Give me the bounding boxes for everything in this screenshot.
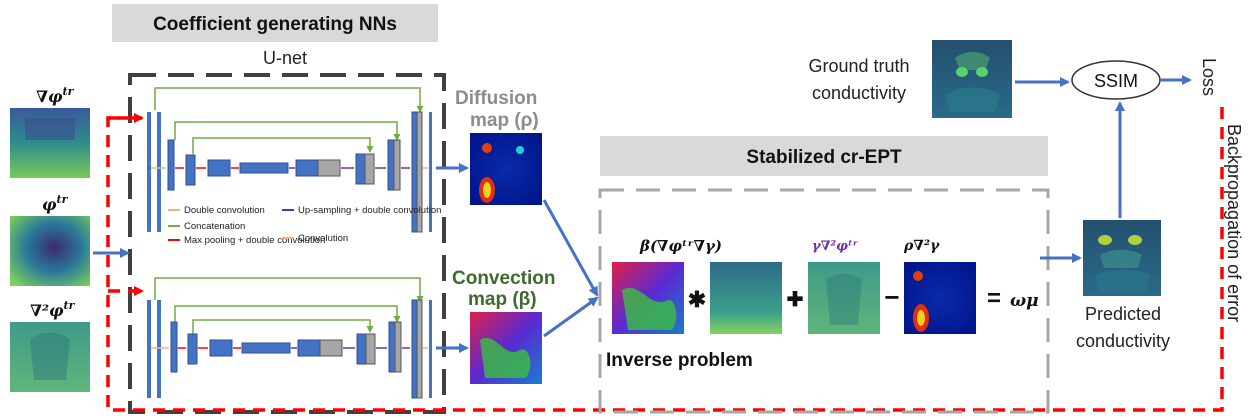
eq-op-plus: ✚ [787, 289, 804, 311]
unet-top [147, 87, 432, 233]
eq-term3: ρ∇²γ [903, 238, 940, 254]
legend-double-conv: Double convolution [184, 205, 265, 216]
ssim-node: SSIM [1071, 60, 1161, 100]
ground-truth: Ground truth conductivity [808, 40, 1012, 118]
backprop-label: Backpropagation of error [1224, 124, 1244, 322]
inverse-problem-label: Inverse problem [606, 350, 753, 371]
convection-to-eq-arrow [543, 296, 599, 338]
convection-subtitle: map (β) [468, 289, 537, 310]
eq-lap-phi-image [808, 262, 880, 334]
input-grad-phi: ∇φtr [10, 85, 90, 178]
gt-label-line2: conductivity [812, 83, 906, 103]
eq-term2: γ∇²φᵗʳ [812, 239, 859, 254]
unet-bottom [147, 277, 432, 399]
lap-phi-label: ∇²φtr [30, 299, 76, 320]
gt-label-line1: Ground truth [808, 56, 909, 76]
eq-op-convolve: ✱ [688, 287, 706, 312]
equation: β(∇φᵗʳ∇γ) γ∇²φᵗʳ ρ∇²γ ✱ ✚ − = ωμ Inverse… [606, 237, 1039, 371]
unet-box [128, 73, 446, 414]
eq-op-equals: = [987, 285, 1001, 312]
convection-title: Convection [452, 268, 555, 289]
eq-rhs: ωμ [1010, 291, 1039, 311]
stabilized-title: Stabilized cr-EPT [746, 147, 902, 168]
input-lap-phi: ∇²φtr [10, 299, 90, 392]
stabilized-banner: Stabilized cr-EPT [600, 136, 1048, 176]
convection-map: Convection map (β) [452, 268, 555, 384]
pred-label-line1: Predicted [1085, 304, 1161, 324]
eq-gamma-image [710, 262, 782, 334]
phi-label: φtr [42, 193, 69, 214]
coefficient-nns-banner: Coefficient generating NNs [112, 4, 438, 42]
backprop-loop [106, 107, 1224, 412]
loss-label: Loss [1199, 58, 1219, 96]
legend-conv: Convolution [298, 233, 348, 244]
ssim-label: SSIM [1094, 71, 1138, 91]
legend-upsampling: Up-sampling + double convolution [298, 205, 441, 216]
diffusion-to-eq-arrow [542, 199, 599, 297]
cr-ept-box [598, 188, 1050, 414]
diffusion-map: Diffusion map (ρ) [455, 88, 542, 205]
diffusion-title: Diffusion [455, 88, 537, 109]
grad-phi-label: ∇φtr [36, 85, 75, 106]
input-phi: φtr [10, 193, 90, 286]
legend-concat: Concatenation [184, 221, 245, 232]
diffusion-subtitle: map (ρ) [470, 110, 539, 131]
unet-label: U-net [263, 48, 307, 68]
predicted: Predicted conductivity [1076, 220, 1170, 351]
eq-op-minus: − [884, 282, 899, 312]
legend-maxpool: Max pooling + double convolution [184, 235, 325, 246]
phi-image [10, 216, 90, 286]
pred-label-line2: conductivity [1076, 331, 1170, 351]
unet-legend: Double convolution Concatenation Max poo… [168, 205, 441, 246]
eq-term1: β(∇φᵗʳ∇γ) [639, 237, 722, 255]
coefficient-nns-title: Coefficient generating NNs [153, 14, 397, 35]
